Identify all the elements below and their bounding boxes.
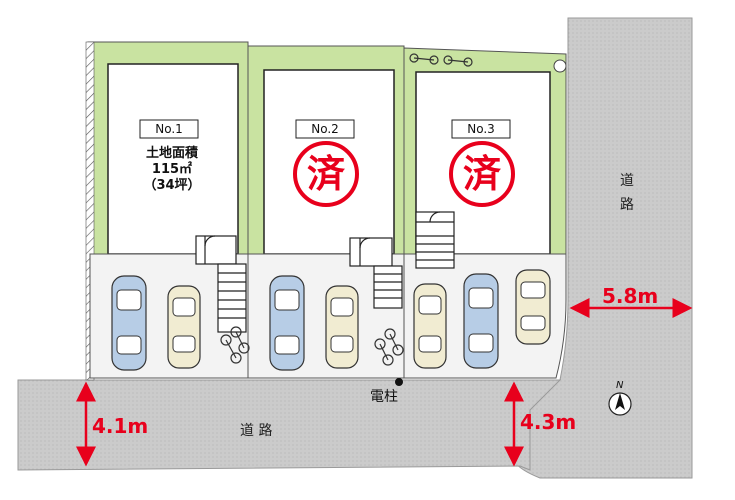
car-2 <box>167 285 201 369</box>
compass-label: N <box>616 380 624 391</box>
lot-2-number-box <box>295 119 355 139</box>
lot-1-hatch <box>85 41 95 381</box>
stair-1 <box>195 235 247 333</box>
south-road-label: 道 路 <box>240 423 273 439</box>
utility-pole-icon <box>395 378 403 386</box>
pole-label: 電柱 <box>370 389 398 405</box>
measure-5-8m: 5.8m <box>602 284 659 308</box>
stair-3 <box>415 211 455 269</box>
south-road <box>17 379 562 471</box>
lot-3-sold-stamp <box>449 141 515 207</box>
lot-2-sold-text: 済 <box>306 152 345 196</box>
lot-1-number-box <box>139 119 199 139</box>
lot-2-sold-stamp <box>293 141 359 207</box>
lot-3-sold-text: 済 <box>462 152 501 196</box>
stair-2 <box>349 237 403 309</box>
lot-1-tsubo: （34坪） <box>143 178 201 193</box>
lot-2-number: No.2 <box>311 122 339 136</box>
car-6 <box>463 273 499 369</box>
lot-3-number-box <box>451 119 511 139</box>
car-5 <box>413 283 447 369</box>
car-3 <box>269 275 305 371</box>
measure-4-1m: 4.1m <box>92 414 149 438</box>
lot-3-number: No.3 <box>467 122 495 136</box>
car-4 <box>325 285 359 369</box>
lot-1-house <box>107 63 239 255</box>
compass-icon <box>608 392 632 416</box>
measure-4-3m: 4.3m <box>520 410 577 434</box>
car-1 <box>111 275 147 371</box>
east-road-label-top: 道 <box>620 173 634 189</box>
bicycle-icon <box>220 53 473 366</box>
lot-1-area-value: 115㎡ <box>151 162 193 177</box>
lot-1-number: No.1 <box>155 122 183 136</box>
lot-1-area-label: 土地面積 <box>145 146 198 161</box>
east-road-label-bottom: 路 <box>620 197 634 213</box>
car-7 <box>515 269 551 345</box>
